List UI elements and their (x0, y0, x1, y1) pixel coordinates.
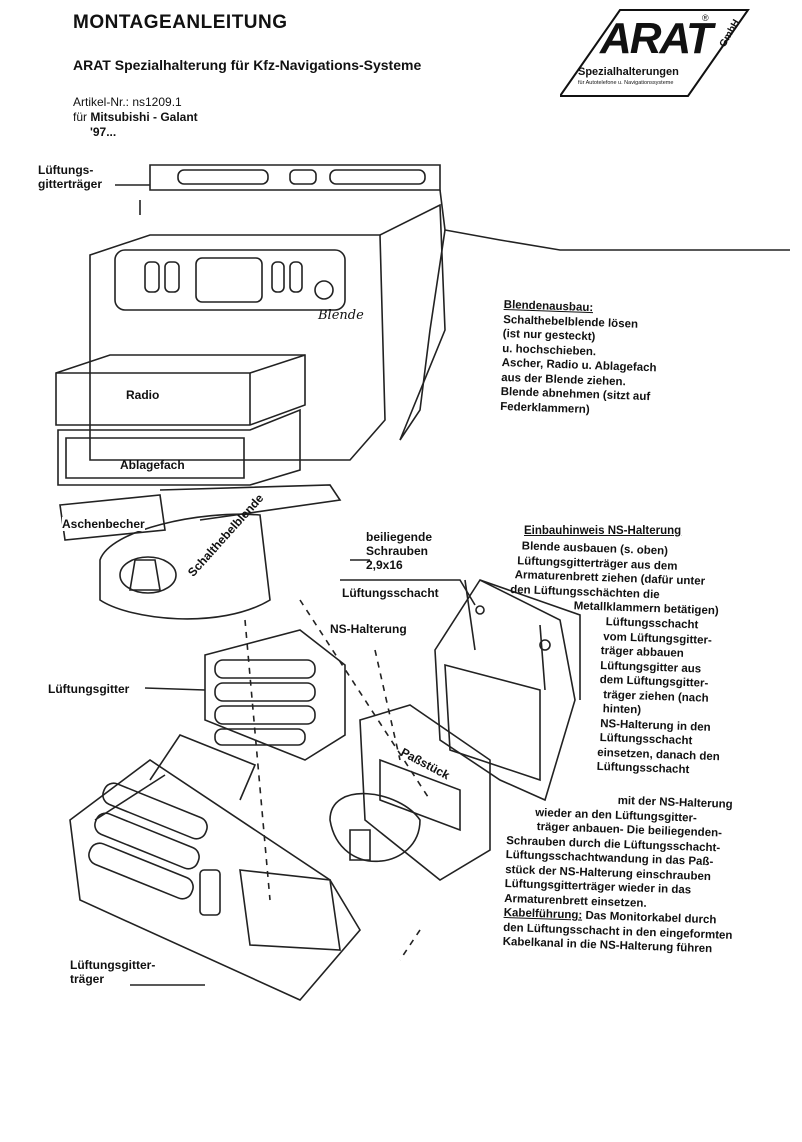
arat-logo: ARAT ® GmbH Spezialhalterungen für Autot… (560, 8, 750, 98)
vehicle-name: Mitsubishi - Galant (90, 110, 198, 124)
label-ns-halterung: NS-Halterung (330, 622, 407, 636)
logo-frame (560, 9, 750, 97)
einbauhinweis-heading: Einbauhinweis NS-Halterung (524, 525, 682, 537)
vehicle-year: '97... (90, 125, 117, 139)
vehicle-line: für Mitsubishi - Galant (73, 110, 198, 125)
label-aschenbecher: Aschenbecher (62, 517, 145, 531)
einbauhinweis-steps-1: Blende ausbauen (s. oben) Lüftungsgitter… (510, 540, 719, 618)
page-title: MONTAGEANLEITUNG (73, 12, 288, 33)
label-schrauben: beiliegende Schrauben 2,9x16 (366, 530, 433, 572)
logo-tagline-small: für Autotelefone u. Navigationssysteme (578, 80, 674, 86)
page-subtitle: ARAT Spezialhalterung für Kfz-Navigation… (73, 57, 422, 73)
logo-tagline: Spezialhalterungen (578, 66, 679, 78)
label-lueftungsschacht: Lüftungsschacht (342, 586, 439, 600)
label-lueftungsgitter: Lüftungsgitter (48, 682, 130, 696)
einbauhinweis-steps-2: Lüftungsschacht vom Lüftungsgitter- träg… (596, 616, 721, 777)
label-ablagefach: Ablagefach (120, 458, 185, 472)
label-lueftungsgittertraeger-bottom: Lüftungsgitter- träger (70, 958, 156, 986)
label-blende: Blende (318, 308, 364, 323)
article-number: Artikel-Nr.: ns1209.1 (73, 95, 182, 109)
vehicle-prefix: für (73, 110, 91, 124)
label-radio: Radio (126, 388, 160, 402)
logo-brand: ARAT (600, 14, 713, 63)
logo-registered: ® (702, 13, 709, 23)
einbauhinweis-steps-3: mit der NS-Halterung wieder an den Lüftu… (502, 794, 733, 956)
blendenausbau-section: Blendenausbau: Schalthebelblende lösen (… (500, 298, 659, 419)
label-lueftungsgittertraeger-top: Lüftungs- gitterträger (38, 163, 103, 191)
